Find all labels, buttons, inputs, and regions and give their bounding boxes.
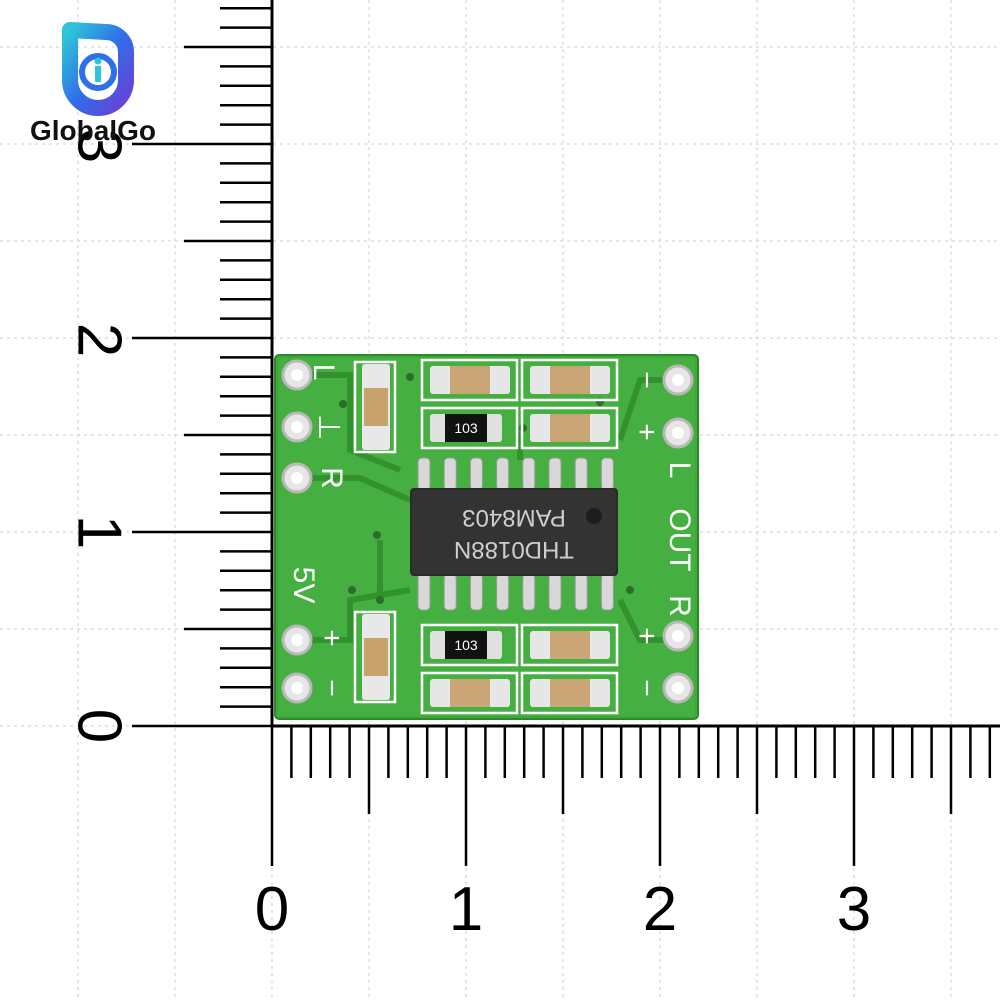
smd-capacitor <box>530 631 610 659</box>
smd-capacitor <box>530 679 610 707</box>
vertical-ruler-label-2: 2 <box>65 323 134 357</box>
vertical-ruler-label-3: 3 <box>65 129 134 163</box>
ic-pin-top <box>522 457 536 491</box>
silk-left-L: L <box>307 364 340 381</box>
silk-right-R: R <box>663 595 696 617</box>
ic-pin-bottom <box>548 573 562 611</box>
ic-pin-bottom <box>600 573 614 611</box>
silk-right-minus-top: − <box>630 371 663 389</box>
silk-right-OUT: OUT <box>663 508 696 571</box>
smd-components <box>430 366 610 707</box>
ic-pin-top <box>548 457 562 491</box>
silk-right-plus-top: + <box>630 423 663 441</box>
horizontal-ruler-label-1: 1 <box>449 875 483 944</box>
silk-left-R: R <box>315 467 348 489</box>
ic-pin-top <box>469 457 483 491</box>
ic-chip: THD0188N PAM8403 <box>410 488 618 576</box>
silk-right-plus-bottom: + <box>630 627 663 645</box>
ic-pin-bottom <box>574 573 588 611</box>
vertical-ruler <box>132 0 274 728</box>
silk-right-L: L <box>663 462 696 479</box>
horizontal-ruler <box>270 724 1000 866</box>
ic-pin-top <box>417 457 431 491</box>
cap-left-top <box>362 364 390 450</box>
silk-left-ground: ⊥ <box>312 414 345 440</box>
horizontal-ruler-label-3: 3 <box>837 875 871 944</box>
horizontal-ruler-label-2: 2 <box>643 875 677 944</box>
ic-pin-top <box>574 457 588 491</box>
horizontal-ruler-label-0: 0 <box>255 875 289 944</box>
ic-pin-top <box>443 457 457 491</box>
resistor-bottom: 103 <box>430 631 502 659</box>
ic-pin-bottom <box>522 573 536 611</box>
brand-logo: GlobalGo <box>30 22 156 146</box>
ic-pin-bottom <box>469 573 483 611</box>
silk-left-5V: 5V <box>287 567 320 604</box>
smd-capacitor <box>530 414 610 442</box>
resistor-top-code: 103 <box>454 420 478 436</box>
ic-pin-bottom <box>417 573 431 611</box>
left-pads <box>281 359 313 704</box>
pcb-board: L ⊥ R 5V + − − + L OUT R + − <box>274 354 699 720</box>
ic-pin-top <box>496 457 510 491</box>
ic-pin-bottom <box>496 573 510 611</box>
ic-pin-bottom <box>443 573 457 611</box>
resistor-bottom-code: 103 <box>454 637 478 653</box>
smd-capacitor <box>430 366 510 394</box>
cap-left-bottom <box>362 614 390 700</box>
chip-marking-line-2: THD0188N <box>454 536 574 563</box>
smd-capacitor <box>430 679 510 707</box>
silk-left-plus: + <box>315 629 348 647</box>
smd-capacitor <box>530 366 610 394</box>
silk-left-minus: − <box>315 679 348 697</box>
resistor-top: 103 <box>430 414 502 442</box>
ic-pin-top <box>600 457 614 491</box>
logo-mark-icon <box>62 22 134 116</box>
silk-right-minus-bottom: − <box>630 679 663 697</box>
right-pads <box>662 364 694 704</box>
vertical-ruler-label-0: 0 <box>65 709 134 743</box>
chip-marking-line-1: PAM8403 <box>462 504 566 531</box>
brand-name: GlobalGo <box>30 115 156 146</box>
vertical-ruler-label-1: 1 <box>65 515 134 549</box>
